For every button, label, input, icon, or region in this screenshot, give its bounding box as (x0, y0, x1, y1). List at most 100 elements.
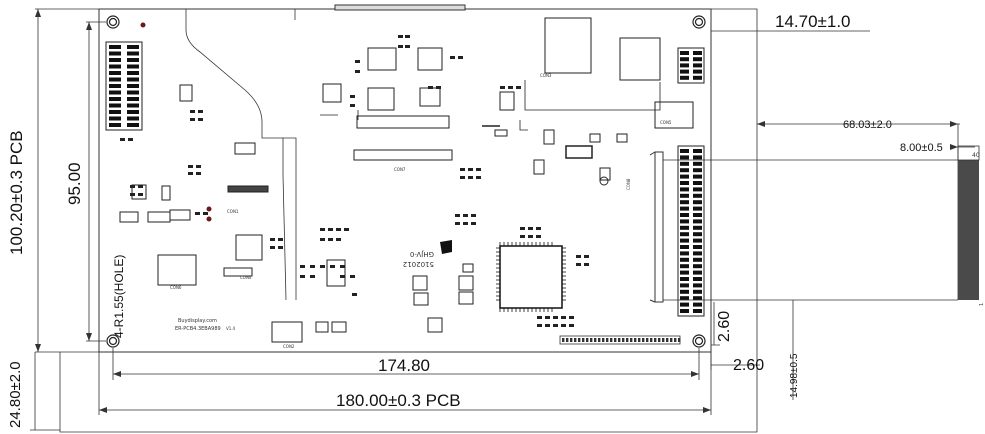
smd-pad (405, 45, 410, 48)
pin (570, 338, 573, 342)
smd-pad (340, 275, 345, 278)
smd-pad (398, 35, 403, 38)
header-pin (693, 225, 702, 230)
header-pin (693, 219, 702, 224)
header-pin (680, 277, 689, 281)
header-pin (127, 103, 139, 108)
silk-ver: V1.4 (226, 326, 236, 331)
dim-pcb-width: 180.00±0.3 PCB (336, 391, 461, 410)
smd-pad (138, 193, 143, 196)
pcb-outline (98, 8, 712, 353)
header-pin (127, 64, 139, 69)
smd-pad (569, 316, 574, 319)
smd-pad (455, 222, 460, 225)
bottom-pin-row (559, 335, 681, 345)
smd-pad (188, 172, 193, 175)
smd-pad (536, 235, 541, 238)
pin (654, 338, 657, 342)
smd-pad (463, 214, 468, 217)
header-pin (109, 51, 121, 56)
smd-pad (520, 235, 525, 238)
header-pin (680, 200, 689, 205)
smd-pad (198, 110, 203, 113)
pin (610, 338, 613, 342)
header-pin (680, 225, 689, 230)
external-connector: 40 1 (957, 145, 985, 306)
smd-pad (355, 70, 360, 73)
header-pin (109, 90, 121, 95)
markers (140, 22, 609, 254)
smd-pad (584, 255, 589, 258)
smd-pad (310, 275, 315, 278)
dimension-texts: 100.20±0.3 PCB 95.00 4-R1.55(HOLE) 24.80… (7, 12, 943, 428)
pin (566, 338, 569, 342)
silk-ic-label2: GHJV-0 (410, 250, 434, 258)
header-pin (693, 213, 702, 217)
pin (606, 338, 609, 342)
smd-pad (561, 324, 566, 327)
dimension-lines (30, 8, 975, 433)
fpc-connector (649, 151, 664, 303)
smd-pad (198, 118, 203, 121)
pin (662, 338, 665, 342)
silk-model: ER-PCB4.3EBA989 (175, 326, 221, 332)
smd-pad (553, 324, 558, 327)
header-pin (109, 97, 121, 101)
header-pin (693, 283, 702, 288)
smd-pad (471, 214, 476, 217)
dim-hole-edge-right: 2.60 (716, 311, 733, 342)
header-pin (693, 181, 702, 185)
header-pin (680, 213, 689, 217)
smd-pad (195, 212, 200, 215)
header-pin (693, 270, 702, 275)
pin (666, 338, 669, 342)
pin (630, 338, 633, 342)
dim-hole-span-horizontal: 174.80 (378, 356, 430, 375)
dim-connector-depth: 68.03±2.0 (843, 119, 892, 131)
header-pin (109, 64, 121, 69)
header-pin (680, 168, 689, 173)
header-pin (693, 257, 702, 262)
dim-hole-span-vertical: 95.00 (65, 162, 84, 205)
header-pin (680, 193, 689, 198)
hole-top-left (106, 15, 120, 29)
pin (602, 338, 605, 342)
smd-pad (300, 265, 305, 268)
header-pin (109, 58, 121, 62)
smd-pad (471, 222, 476, 225)
header-pin (680, 238, 689, 243)
smd-pad (405, 35, 410, 38)
header-pin (693, 251, 702, 256)
silk-con7: CON7 (394, 167, 406, 172)
smd-pad (428, 86, 433, 89)
header-pin (127, 97, 139, 101)
silk-con8: CON8 (626, 178, 631, 190)
header-pin (680, 264, 689, 269)
left-header (105, 41, 143, 131)
header-pin (693, 161, 702, 166)
smd-pad (584, 263, 589, 266)
smd-pad (188, 165, 193, 168)
header-pin (680, 219, 689, 224)
header-pin (680, 181, 689, 185)
silk-brand: Buydisplay.com (178, 318, 217, 324)
smd-pad (576, 255, 581, 258)
header-pin (693, 309, 702, 313)
smd-pad (310, 265, 315, 268)
smd-pad (463, 222, 468, 225)
smd-pad (328, 228, 333, 231)
smd-pad (537, 316, 542, 319)
dim-top-right: 14.70±1.0 (775, 12, 851, 31)
header-pin (109, 123, 121, 127)
smd-pad (130, 193, 135, 196)
smd-pad (528, 235, 533, 238)
smd-pad (190, 110, 195, 113)
header-pin (680, 69, 689, 74)
smd-pad (350, 95, 355, 98)
header-pin (693, 245, 702, 249)
smd-pad (330, 265, 335, 268)
header-pin (680, 289, 689, 294)
dim-connector-thickness: 8.00±0.5 (900, 142, 943, 154)
dim-pcb-height: 100.20±0.3 PCB (7, 130, 26, 255)
